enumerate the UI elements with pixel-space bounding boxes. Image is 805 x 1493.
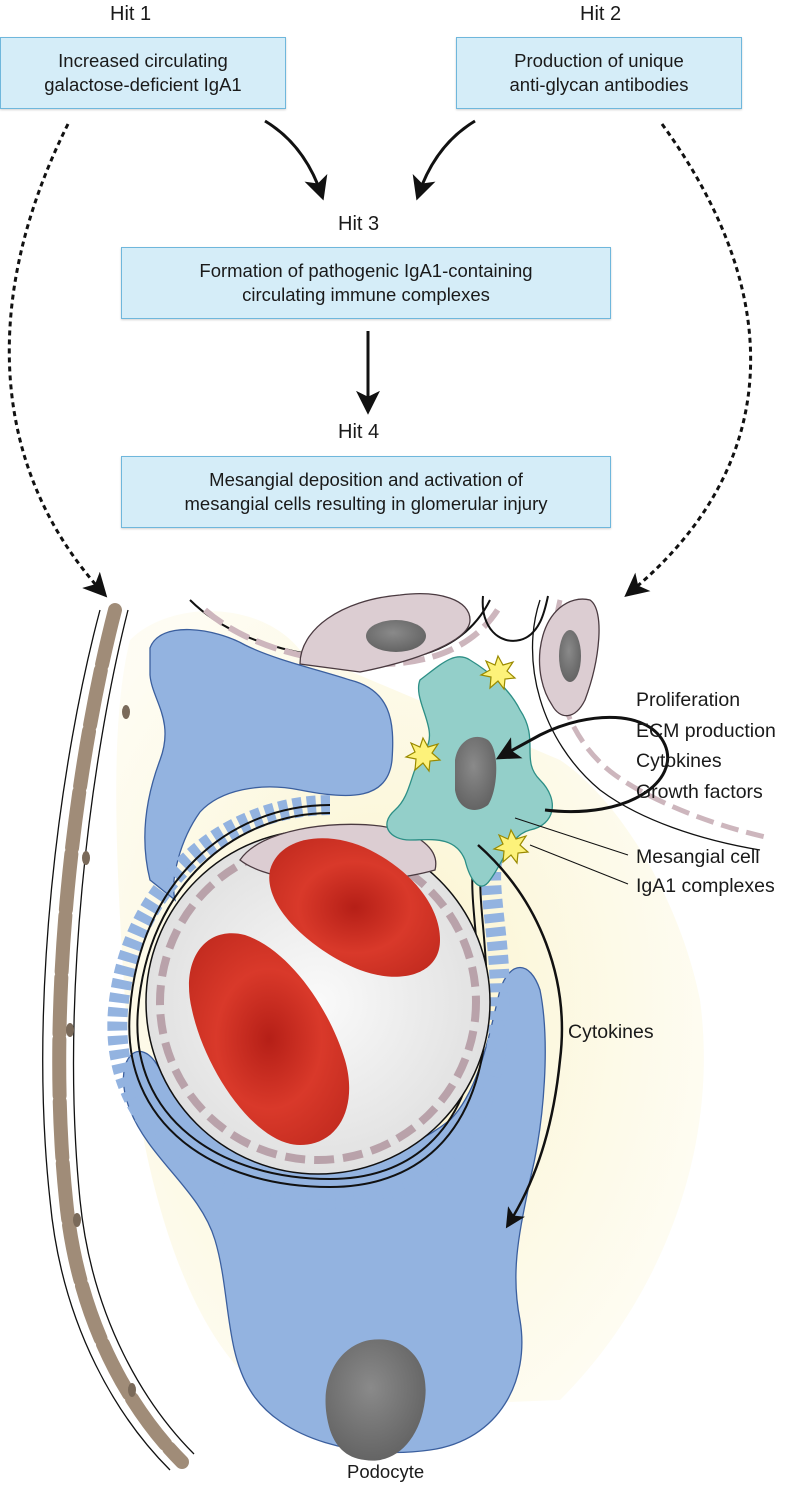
red-blood-cell-1 — [188, 933, 350, 1145]
leader-iga1-complexes — [529, 844, 629, 885]
hit4-label: Hit 4 — [338, 421, 380, 443]
hit1-label: Hit 1 — [110, 3, 152, 25]
upper-capillary — [189, 593, 549, 673]
iga1-star-2 — [404, 736, 442, 773]
right-capillary — [531, 598, 771, 851]
endothelial-nucleus-right — [559, 630, 581, 682]
dashed-arrow-hit1 — [7, 123, 108, 598]
podocyte-nucleus — [325, 1339, 426, 1461]
iga1-complexes-label: IgA1 complexes — [636, 875, 775, 897]
hit1-line-1: Increased circulating — [58, 50, 228, 71]
red-blood-cell-2 — [269, 838, 440, 977]
hit3-line-2: circulating immune complexes — [242, 284, 490, 305]
effect-ecm-production: ECM production — [636, 720, 776, 742]
leader-mesangial-cell — [514, 817, 629, 856]
hit4-line-2: mesangial cells resulting in glomerular … — [184, 493, 548, 514]
iga1-star-3 — [492, 828, 530, 865]
feedback-loop-arrow — [495, 715, 670, 813]
arrow-hit2-to-hit3 — [412, 119, 476, 201]
dashed-arrow-hit2 — [624, 123, 752, 598]
hit2-label: Hit 2 — [580, 3, 622, 25]
hit1-line-2: galactose-deficient IgA1 — [44, 74, 242, 95]
mesangial-cell-label: Mesangial cell — [636, 846, 760, 868]
hit1-box: Increased circulating galactose-deficien… — [0, 37, 286, 109]
mesangial-cell-graphic — [386, 656, 553, 887]
iga1-complex-stars — [404, 654, 530, 865]
hit4-line-1: Mesangial deposition and activation of — [209, 469, 523, 490]
endothelial-nucleus-top — [366, 620, 426, 652]
cytokines-arrow — [477, 844, 564, 1229]
hit3-line-1: Formation of pathogenic IgA1-containing — [199, 260, 533, 281]
bowmans-capsule — [42, 603, 195, 1471]
hit2-line-1: Production of unique — [514, 50, 684, 71]
red-blood-cells — [188, 838, 440, 1145]
cytokines-label: Cytokines — [568, 1021, 654, 1043]
effect-growth-factors: Growth factors — [636, 781, 763, 803]
foot-processes-outer — [107, 795, 511, 1211]
hit3-label: Hit 3 — [338, 213, 380, 235]
hit2-box: Production of unique anti-glycan antibod… — [456, 37, 742, 109]
flow-arrows — [7, 119, 752, 598]
hit4-box: Mesangial deposition and activation of m… — [121, 456, 611, 528]
hit3-box: Formation of pathogenic IgA1-containing … — [121, 247, 611, 319]
iga1-star-1 — [479, 654, 517, 691]
podocyte-label: Podocyte — [347, 1461, 425, 1482]
effect-cytokines: Cytokines — [636, 750, 722, 772]
main-capillary — [107, 795, 511, 1211]
hit2-line-2: anti-glycan antibodies — [509, 74, 689, 95]
arrow-hit1-to-hit3 — [264, 119, 328, 201]
effect-proliferation: Proliferation — [636, 689, 741, 711]
mesangial-nucleus — [455, 736, 497, 810]
